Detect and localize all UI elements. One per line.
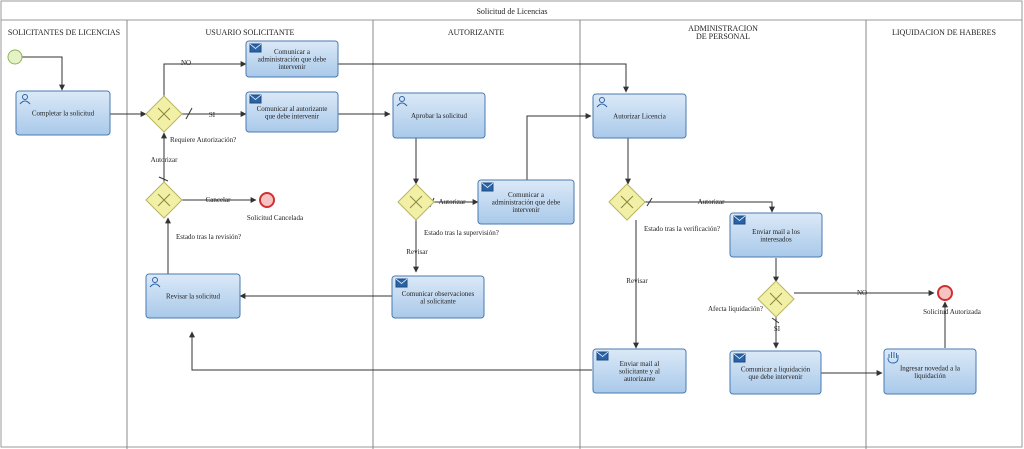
gateway-requiere-autorizacion-label: Requiere Autorización? [170, 136, 236, 144]
flow-label-cancelar: Cancelar [206, 196, 232, 204]
flow-labels: NO SI Autorizar Cancelar Autorizar Revis… [151, 59, 867, 333]
end-event-autorizada-label: Solicitud Autorizada [923, 308, 982, 316]
envelope-icon [596, 351, 609, 361]
task-label: Completar la solicitud [32, 110, 95, 118]
end-event-cancelada[interactable]: Solicitud Cancelada [247, 192, 304, 222]
gateway-estado-revision-label: Estado tras la revisión? [176, 233, 241, 241]
user-icon [149, 277, 161, 288]
flow-label-no-1: NO [181, 59, 191, 67]
gateway-estado-revision[interactable]: Estado tras la revisión? [145, 181, 241, 241]
gateway-requiere-autorizacion[interactable]: Requiere Autorización? [145, 95, 236, 144]
gateway-afecta-liquidacion-label: Afecta liquidación? [708, 305, 763, 313]
hand-icon [887, 352, 899, 364]
lane-title-solicitantes: SOLICITANTES DE LICENCIAS [8, 28, 120, 37]
user-icon [596, 97, 608, 108]
user-icon [19, 94, 31, 105]
task-label: Revisar la solicitud [166, 293, 221, 301]
envelope-icon [249, 94, 262, 104]
end-event-autorizada[interactable]: Solicitud Autorizada [923, 285, 982, 316]
task-label: Autorizar Licencia [613, 113, 667, 121]
gateway-afecta-liquidacion[interactable]: Afecta liquidación? [708, 280, 795, 318]
flow-label-si-1: SI [209, 111, 216, 119]
sequence-flows [22, 56, 948, 376]
flow-label-autorizar-3: Autorizar [698, 198, 725, 206]
task-aprobar[interactable]: Aprobar la solicitud [392, 92, 486, 139]
flow-label-no-2: NO [857, 289, 867, 297]
user-icon [396, 96, 408, 107]
envelope-icon [481, 182, 494, 192]
lane-dividers [126, 20, 867, 449]
pool-title: Solicitud de Licencias [476, 7, 547, 16]
flow-label-revisar-2: Revisar [626, 277, 648, 285]
gateway-estado-verificacion-label: Estado tras la verificación? [644, 225, 720, 233]
task-autorizar-licencia[interactable]: Autorizar Licencia [592, 93, 687, 139]
task-completar[interactable]: Completar la solicitud [15, 90, 111, 136]
flow-label-si-2: SI [774, 325, 781, 333]
envelope-icon [733, 215, 746, 225]
end-event-cancelada-label: Solicitud Cancelada [247, 214, 304, 222]
flow-label-autorizar-2: Autorizar [439, 198, 466, 206]
lane-title-usuario: USUARIO SOLICITANTE [206, 28, 295, 37]
lane-title-autorizante: AUTORIZANTE [448, 28, 504, 37]
gateway-estado-supervision-label: Estado tras la supervisión? [424, 229, 499, 237]
lane-title-liquidacion: LIQUIDACION DE HABERES [892, 28, 996, 37]
task-label: Aprobar la solicitud [411, 112, 467, 120]
envelope-icon [249, 43, 262, 53]
start-event[interactable] [7, 49, 23, 65]
flow-label-autorizar-1: Autorizar [151, 156, 178, 164]
flow-label-revisar-1: Revisar [406, 248, 428, 256]
envelope-icon [395, 278, 408, 288]
gateway-estado-verificacion[interactable]: Estado tras la verificación? [608, 183, 720, 233]
task-revisar[interactable]: Revisar la solicitud [145, 273, 241, 319]
gateway-estado-supervision[interactable]: Estado tras la supervisión? [397, 183, 499, 237]
envelope-icon [733, 353, 746, 363]
